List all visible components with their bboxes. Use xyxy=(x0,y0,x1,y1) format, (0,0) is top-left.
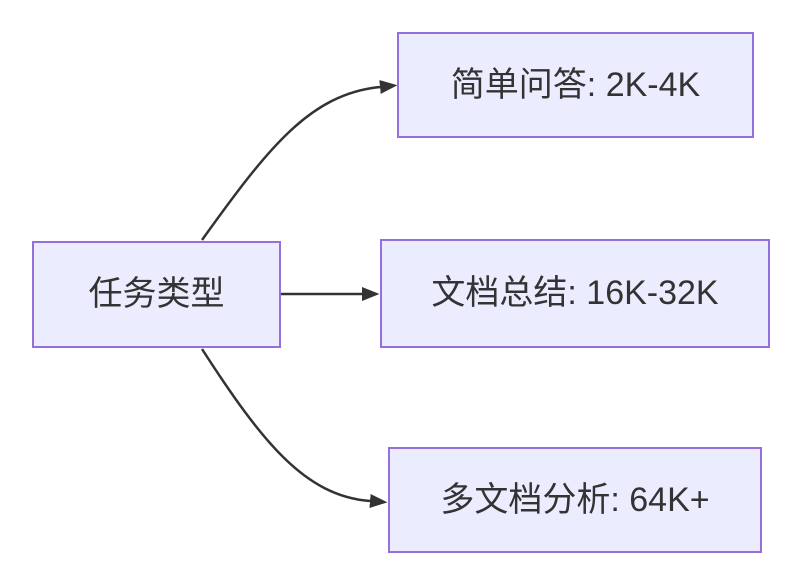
node-simple-qa-label: 简单问答: 2K-4K xyxy=(450,65,701,104)
node-doc-summary-label: 文档总结: 16K-32K xyxy=(431,274,719,313)
node-simple-qa: 简单问答: 2K-4K xyxy=(397,32,754,138)
edge-root-to-child1 xyxy=(200,80,398,241)
node-task-type: 任务类型 xyxy=(32,241,281,348)
edge-root-to-child3 xyxy=(200,348,388,508)
node-doc-summary: 文档总结: 16K-32K xyxy=(380,239,770,348)
node-multi-doc-analysis: 多文档分析: 64K+ xyxy=(388,447,762,553)
node-task-type-label: 任务类型 xyxy=(88,275,225,314)
node-multi-doc-analysis-label: 多文档分析: 64K+ xyxy=(440,480,710,519)
